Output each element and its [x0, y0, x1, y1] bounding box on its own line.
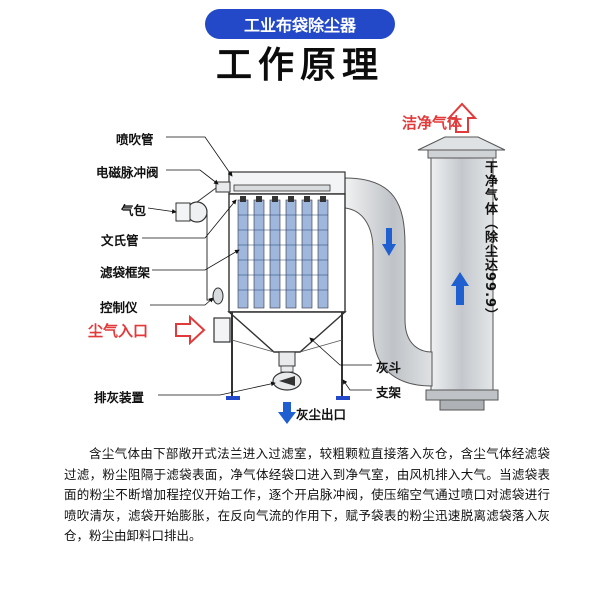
title-badge: 工业布袋除尘器	[205, 9, 395, 39]
label-dust-inlet: 尘气入口	[88, 322, 149, 340]
label-venturi: 文氏管	[101, 233, 139, 248]
label-controller: 控制仪	[100, 300, 138, 315]
label-nozzle: 喷吹管	[116, 132, 154, 147]
label-dust-outlet: 灰尘出口	[296, 407, 347, 422]
label-pulse-valve: 电磁脉冲阀	[96, 165, 159, 180]
label-air-bag: 气包	[121, 203, 147, 218]
outlet-duct	[344, 177, 433, 387]
label-support: 支架	[376, 385, 402, 400]
label-dry-clean-gas: 干净气体（除尘达99.9）	[482, 160, 497, 323]
flow-arrows	[175, 102, 478, 424]
leader-lines	[142, 136, 372, 396]
label-discharge-device: 排灰装置	[94, 390, 145, 405]
label-ash-hopper: 灰斗	[376, 360, 402, 375]
exhaust-stack	[417, 136, 506, 411]
filter-bag-row	[237, 196, 329, 309]
page-title: 工作原理	[215, 45, 384, 86]
working-principle-text: 含尘气体由下部敞开式法兰进入过滤室，较粗颗粒直接落入灰仓，含尘气体经滤袋过滤，粉…	[64, 446, 550, 543]
label-filter-frame: 滤袋框架	[100, 265, 151, 280]
label-clean-gas: 洁净气体	[402, 114, 463, 132]
collector-body	[213, 171, 350, 400]
pulse-valve-assembly	[175, 181, 231, 305]
